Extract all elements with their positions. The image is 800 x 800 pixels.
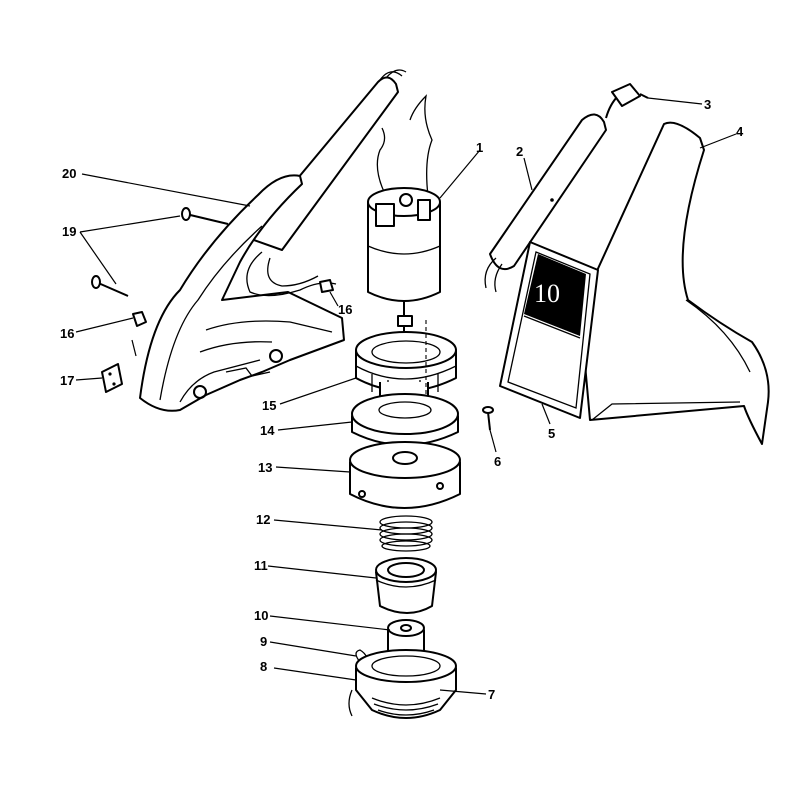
callout-19: 19 xyxy=(62,224,76,239)
left-housing-half xyxy=(139,69,407,412)
callout-9: 9 xyxy=(260,634,267,649)
spool-housing xyxy=(349,441,461,509)
callout-5: 5 xyxy=(548,426,555,441)
spool-hub xyxy=(355,649,457,719)
callout-10: 10 xyxy=(254,608,268,623)
handle-tube xyxy=(484,113,607,293)
power-plug xyxy=(605,83,649,119)
callout-16-right: 16 xyxy=(338,302,352,317)
callout-12: 12 xyxy=(256,512,270,527)
callout-8: 8 xyxy=(260,659,267,674)
callout-2: 2 xyxy=(516,144,523,159)
wire-clip-left xyxy=(132,311,147,327)
spring xyxy=(379,515,433,552)
callout-labels: 1 2 3 4 5 6 7 8 9 10 11 12 13 14 15 16 1… xyxy=(60,97,744,702)
callout-3: 3 xyxy=(704,97,711,112)
wire-clip-right xyxy=(319,279,334,293)
callout-1: 1 xyxy=(476,140,483,155)
callout-13: 13 xyxy=(258,460,272,475)
callout-11: 11 xyxy=(254,558,268,573)
callout-15: 15 xyxy=(262,398,276,413)
label-decal: 10 xyxy=(499,241,599,419)
spool-bushing xyxy=(375,557,437,614)
callout-7: 7 xyxy=(488,687,495,702)
callout-6: 6 xyxy=(494,454,501,469)
terminal-plate xyxy=(101,363,123,393)
motor xyxy=(367,94,441,336)
leader-lines xyxy=(75,97,737,695)
callout-20: 20 xyxy=(62,166,76,181)
callout-17: 17 xyxy=(60,373,74,388)
spool-cover xyxy=(351,393,459,446)
callout-4: 4 xyxy=(736,124,744,139)
screw-lower xyxy=(91,275,129,297)
callout-14: 14 xyxy=(260,423,275,438)
right-housing-half xyxy=(579,121,770,445)
decal-text: 10 xyxy=(534,279,560,308)
screw-upper xyxy=(181,207,229,225)
callout-16-left: 16 xyxy=(60,326,74,341)
screw-6 xyxy=(482,406,494,431)
